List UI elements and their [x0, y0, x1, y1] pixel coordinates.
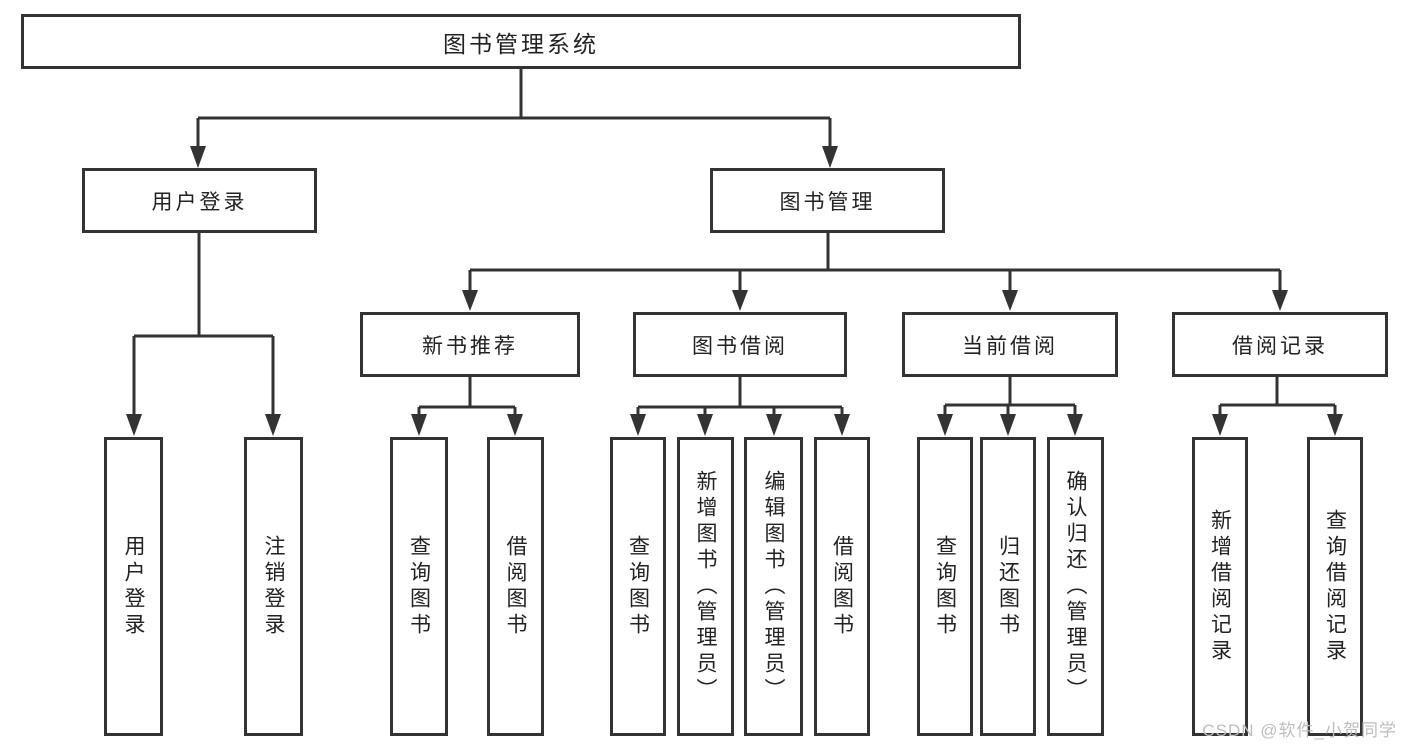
connector-user-login-children: [132, 233, 275, 415]
connector-root-to-branches: [196, 69, 832, 147]
leaf-borrow-edit-books-admin: 编辑图书（管理员）: [744, 437, 803, 736]
leaf-borrow-add-books-admin: 新增图书（管理员）: [677, 437, 734, 736]
arrowheads-current-borrow-children: [937, 414, 1083, 436]
leaf-user-login: 用户登录: [104, 437, 163, 736]
leaf-record-add-record: 新增借阅记录: [1192, 437, 1248, 736]
leaf-logout: 注销登录: [244, 437, 303, 736]
arrowheads-book-mgmt-children: [462, 290, 1288, 311]
connector-current-borrow-children: [943, 377, 1077, 415]
leaf-current-query-books: 查询图书: [917, 437, 973, 736]
connector-book-mgmt-children: [468, 233, 1282, 291]
leaf-newrec-query-books: 查询图书: [390, 437, 448, 736]
connector-new-book-rec-children: [417, 377, 517, 415]
leaf-newrec-borrow-books: 借阅图书: [487, 437, 544, 736]
connector-book-borrow-children: [636, 377, 844, 415]
node-user-login: 用户登录: [82, 168, 317, 233]
arrowheads-root-to-branches: [190, 146, 838, 168]
arrowheads-book-borrow-children: [630, 414, 850, 436]
leaf-borrow-query-books: 查询图书: [610, 437, 666, 736]
node-current-borrowing: 当前借阅: [902, 312, 1118, 377]
arrowheads-user-login-children: [126, 414, 281, 436]
node-new-book-recommendation: 新书推荐: [360, 312, 580, 377]
node-book-borrowing: 图书借阅: [633, 312, 847, 377]
node-root-system: 图书管理系统: [21, 14, 1021, 69]
arrowheads-new-book-rec-children: [411, 414, 523, 436]
leaf-record-query-record: 查询借阅记录: [1307, 437, 1363, 736]
leaf-current-confirm-return-admin: 确认归还（管理员）: [1047, 437, 1104, 736]
leaf-borrow-borrow-books: 借阅图书: [814, 437, 870, 736]
csdn-watermark: CSDN @软件_小贺同学: [1202, 721, 1397, 740]
node-borrowing-records: 借阅记录: [1172, 312, 1388, 377]
leaf-current-return-books: 归还图书: [980, 437, 1036, 736]
connector-borrow-record-children: [1218, 377, 1337, 415]
arrowheads-borrow-record-children: [1212, 414, 1343, 436]
node-book-management: 图书管理: [710, 168, 945, 233]
